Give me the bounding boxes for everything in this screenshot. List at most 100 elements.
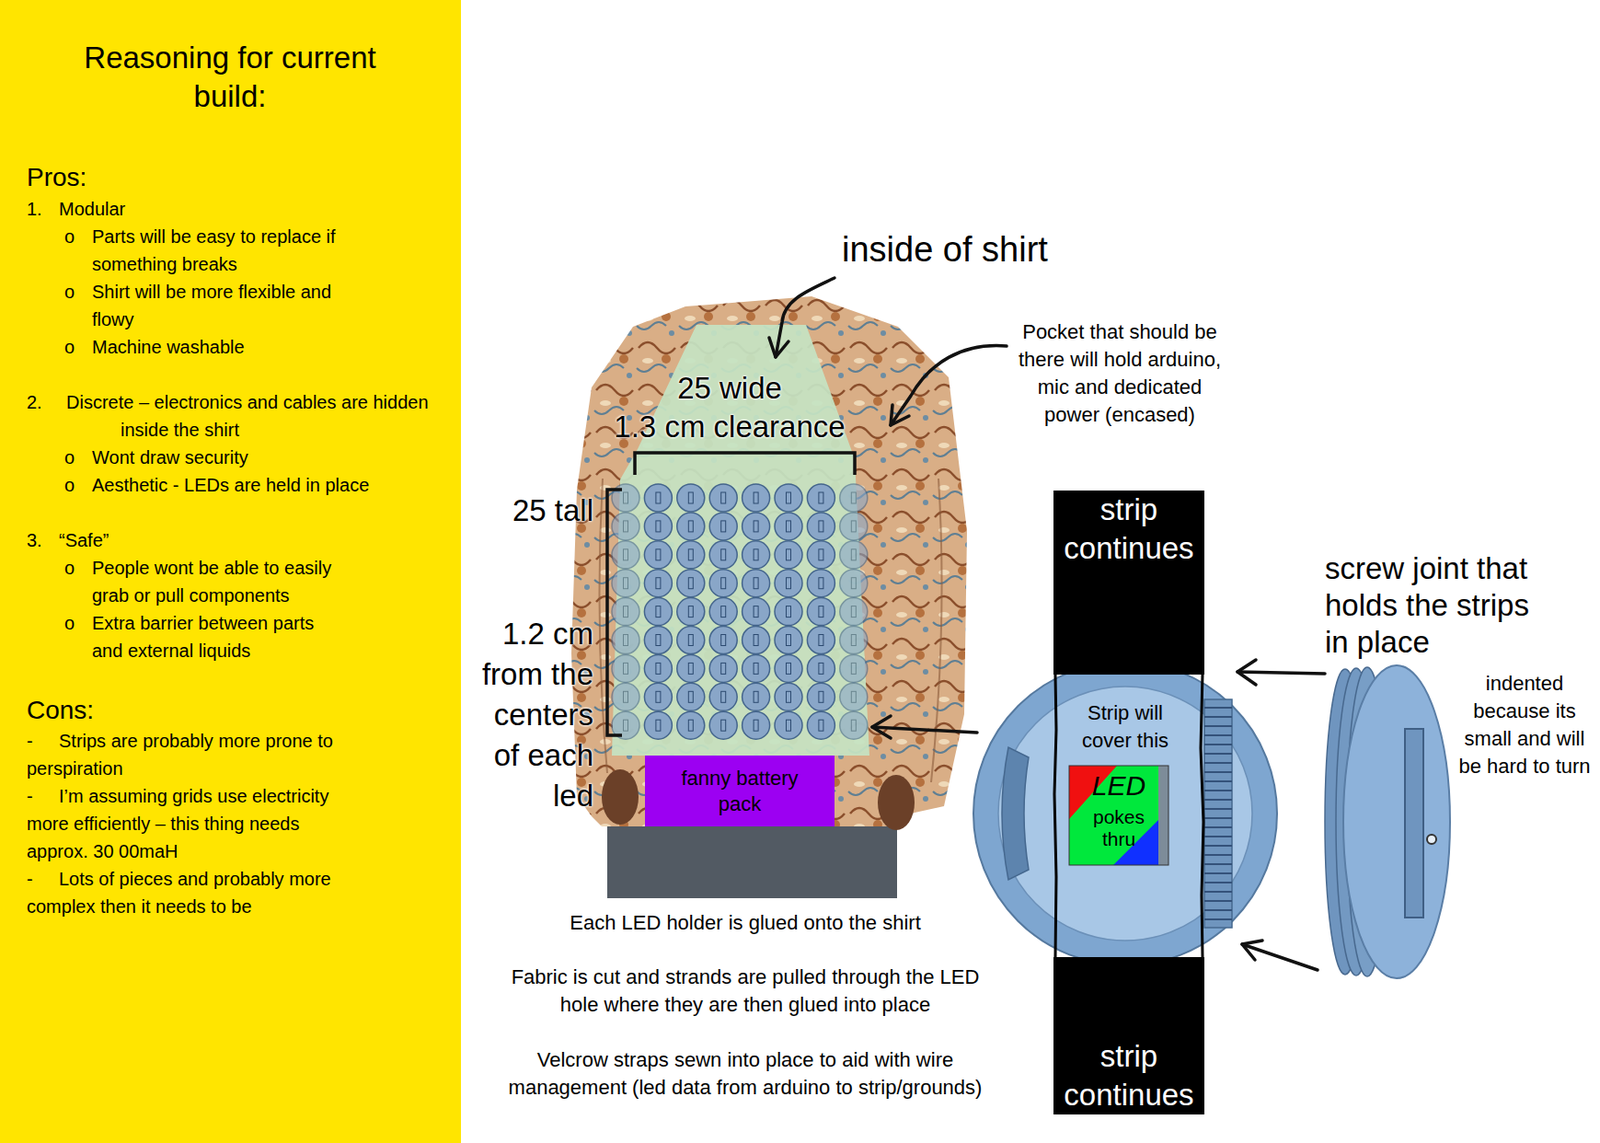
led-slot [851, 549, 856, 561]
led-slot [721, 634, 726, 646]
led-slot [688, 577, 693, 589]
led-holder-cell [709, 682, 737, 711]
strip-band-top [1053, 490, 1205, 675]
arrow-head [1242, 940, 1263, 960]
list-marker: o [64, 277, 75, 306]
led-holder-cell [611, 654, 640, 682]
led-holder-cell [644, 512, 672, 541]
led-holder-ring [611, 654, 640, 682]
led-holder-cell [611, 541, 640, 569]
led-edge [1158, 765, 1169, 865]
led-holder-cell [774, 483, 803, 512]
shirt [571, 296, 967, 827]
led-holder-ring [806, 512, 835, 541]
led-holder-cell [806, 654, 835, 682]
led-slot [753, 492, 759, 504]
callout-note: Pocket that should be there will hold ar… [1011, 318, 1229, 429]
arrow-head [872, 715, 891, 738]
led-holder-cell [677, 512, 705, 541]
led-holder-cell [806, 682, 835, 711]
led-strip-band-outline [1053, 490, 1205, 1115]
led-holder-cell [840, 626, 868, 655]
led-holder-cell [840, 541, 868, 569]
led-holder-ring [806, 626, 835, 655]
list-marker: o [64, 443, 75, 472]
led-slot [623, 577, 629, 589]
screw-cap-face [1343, 665, 1451, 979]
right-hand [877, 774, 915, 830]
led-holder-ring [742, 541, 771, 569]
list-marker: - [26, 782, 34, 810]
arrow-head [890, 404, 910, 426]
list-item: Shirt will be more flexible and flowy [92, 277, 369, 334]
led-holder-cell [840, 654, 868, 682]
led-holder-ring [840, 598, 868, 626]
section-heading: Pros: [26, 162, 211, 193]
led-slot [851, 520, 856, 532]
led-slot [721, 549, 726, 561]
led-holder-ring [644, 682, 672, 711]
led-holder-cell [806, 483, 835, 512]
led-holder-cell [709, 626, 737, 655]
led-holder-ring [840, 711, 868, 739]
led-holder-ring [774, 682, 803, 711]
list-item: Modular [58, 195, 335, 223]
led-slot [656, 634, 661, 646]
led-holder-ring [742, 598, 771, 626]
led-holder-cell [840, 483, 868, 512]
arrow-head [769, 337, 789, 357]
led-holder-ring [742, 682, 771, 711]
led-holder-ring [774, 483, 803, 512]
led-slot [656, 690, 661, 703]
led-grid [611, 483, 868, 739]
led-holder-ring [806, 483, 835, 512]
led-holder-cell [840, 512, 868, 541]
led-holder-ring [806, 541, 835, 569]
list-item: Extra barrier between parts and external… [92, 609, 334, 665]
led-outline [1069, 765, 1169, 865]
holder-face [998, 686, 1253, 941]
battery-pack-box: fanny battery pack [644, 755, 835, 827]
left-hand [601, 769, 639, 825]
led-holder-cell [611, 626, 640, 655]
led-holder-cell [709, 654, 737, 682]
led-holder-cell [742, 512, 771, 541]
list-marker: 3. [26, 526, 43, 554]
led-holder-ring [611, 512, 640, 541]
led-holder-cell [806, 541, 835, 569]
led-holder-cell [742, 598, 771, 626]
led-holder-cell [644, 711, 672, 739]
led-slot [818, 606, 824, 618]
led-holder-ring [644, 626, 672, 655]
holder-note: Strip will cover this [1067, 699, 1184, 755]
led-holder-ring [677, 598, 705, 626]
led-slot [688, 662, 693, 674]
led-holder-cell [677, 569, 705, 598]
screw-pin [1427, 834, 1437, 844]
led-holder-cell [677, 711, 705, 739]
list-item: Discrete – electronics and cables are hi… [120, 388, 443, 444]
led-slot [851, 492, 856, 504]
led-holder-ring [806, 569, 835, 598]
led-holder-cell [840, 569, 868, 598]
led-slot [623, 719, 629, 731]
list-item: Machine washable [92, 333, 396, 361]
led-slot [721, 577, 726, 589]
led-holder-ring [644, 512, 672, 541]
led-slot [786, 577, 792, 589]
led-holder-ring [677, 654, 705, 682]
build-note: Each LED holder is glued onto the shirt [496, 909, 994, 937]
reasoning-panel: Reasoning for current build:Pros:1.Modul… [0, 0, 461, 1143]
led-slot [753, 549, 759, 561]
led-holder-ring [677, 569, 705, 598]
led-slot [818, 577, 824, 589]
led-holder-cell [774, 711, 803, 739]
led-slot [656, 662, 661, 674]
sleeve-fold [931, 478, 943, 783]
led-slot [688, 690, 693, 703]
led-slot [656, 492, 661, 504]
list-item: People wont be able to easily grab or pu… [92, 553, 369, 610]
led-slot [623, 662, 629, 674]
led-holder-cell [774, 626, 803, 655]
